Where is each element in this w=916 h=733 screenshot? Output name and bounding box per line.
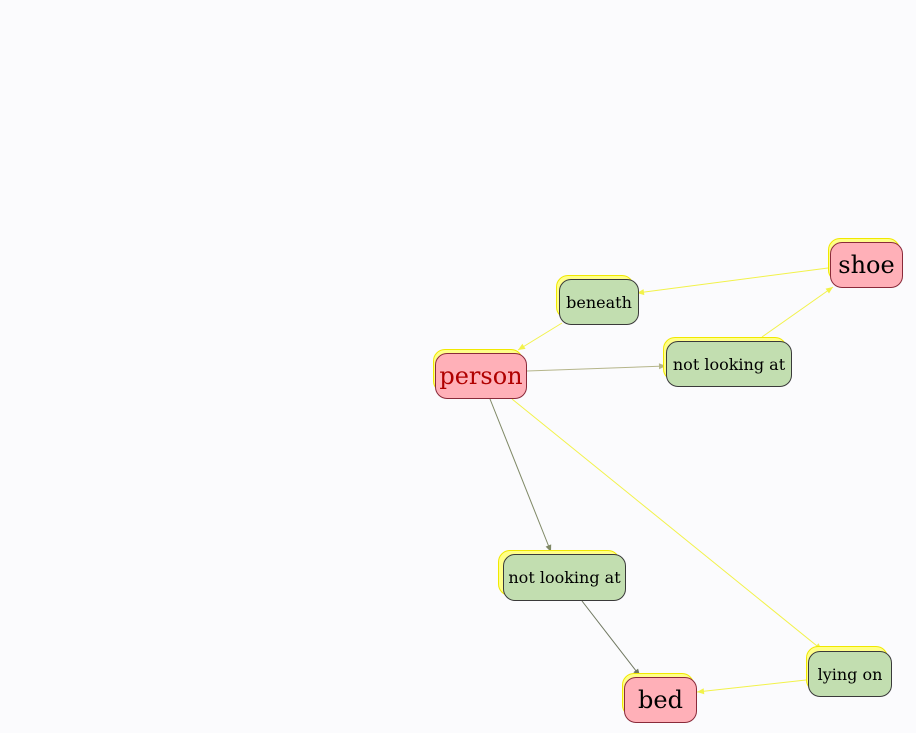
node-person-label: person: [435, 353, 527, 399]
node-person[interactable]: person: [433, 349, 527, 399]
node-lying-on[interactable]: lying on: [806, 646, 892, 697]
arrowhead-beneath-to-person: [518, 343, 526, 350]
edge-not_looking_at_2-to-bed: [581, 600, 641, 677]
arrowhead-person-to-not_looking_at_1: [658, 363, 666, 370]
node-bed[interactable]: bed: [622, 673, 697, 723]
edge-beneath-to-person: [517, 322, 563, 351]
node-not-looking-at-2-label: not looking at: [503, 554, 626, 601]
node-shoe-label: shoe: [830, 242, 903, 288]
arrowhead-shoe-to-beneath: [637, 289, 645, 296]
node-not-looking-at-1[interactable]: not looking at: [663, 337, 792, 387]
edge-person-to-not_looking_at_1: [526, 365, 667, 372]
node-not-looking-at-2[interactable]: not looking at: [498, 550, 626, 601]
node-beneath-label: beneath: [559, 279, 639, 325]
edge-person-to-lying_on: [511, 398, 823, 651]
edge-person-to-not_looking_at_2: [489, 398, 552, 553]
node-beneath[interactable]: beneath: [556, 275, 639, 325]
edge-shoe-to-beneath: [636, 267, 829, 294]
node-not-looking-at-1-label: not looking at: [666, 341, 792, 387]
node-bed-label: bed: [624, 677, 697, 723]
node-lying-on-label: lying on: [808, 651, 892, 697]
arrowhead-not_looking_at_1-to-shoe: [825, 287, 833, 294]
edge-not_looking_at_1-to-shoe: [761, 286, 834, 338]
arrowhead-lying_on-to-bed: [697, 688, 705, 695]
edge-lying_on-to-bed: [696, 679, 807, 693]
node-shoe[interactable]: shoe: [828, 238, 903, 288]
